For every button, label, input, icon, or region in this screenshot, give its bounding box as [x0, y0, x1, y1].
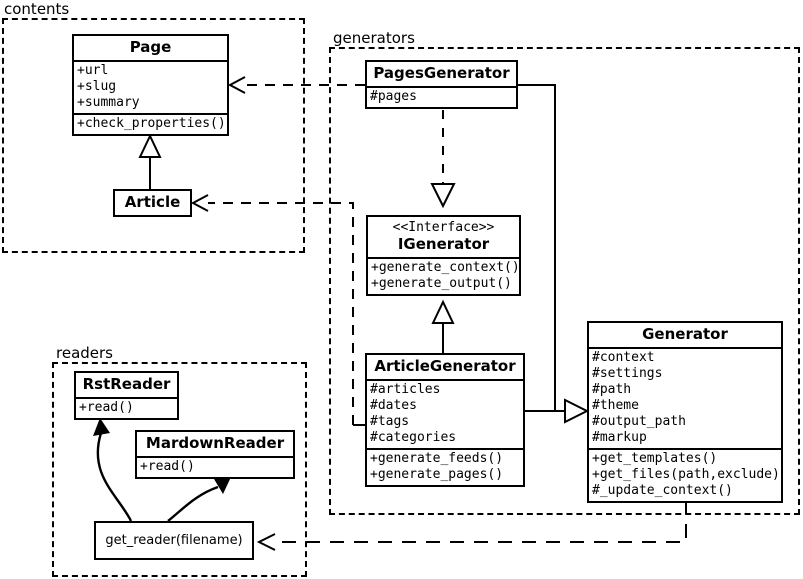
method: +get_templates() — [592, 451, 718, 466]
class-rstreader-methods: +read() — [76, 397, 177, 418]
edge-articlegenerator-realizes-igenerator — [431, 299, 455, 356]
method: +generate_pages() — [370, 467, 504, 482]
package-contents-label: contents — [2, 1, 73, 17]
attribute: #context — [592, 350, 655, 365]
edge-get-reader-uses-rstreader — [93, 418, 133, 522]
attribute: #markup — [592, 430, 647, 445]
class-articlegenerator[interactable]: ArticleGenerator #articles #dates #tags … — [365, 353, 525, 487]
method: #_update_context() — [592, 483, 733, 498]
class-igenerator-title: IGenerator — [397, 235, 490, 253]
method: +read() — [79, 400, 134, 415]
class-igenerator[interactable]: <<Interface>> IGenerator +generate_conte… — [366, 215, 521, 296]
attribute: #pages — [370, 89, 417, 104]
class-article-name: Article — [124, 193, 181, 211]
node-get-reader-label: get_reader(filename) — [105, 533, 243, 548]
attribute: #categories — [370, 430, 457, 445]
method: +generate_output() — [371, 276, 512, 291]
package-readers — [52, 362, 307, 577]
edge-articlegenerator-depends-article — [190, 194, 365, 426]
edge-article-inherits-page — [138, 133, 162, 190]
class-articlegenerator-methods: +generate_feeds() +generate_pages() — [367, 448, 523, 485]
method: +get_files(path,exclude) — [592, 467, 780, 482]
attribute: #articles — [370, 382, 441, 397]
package-generators — [329, 47, 800, 515]
class-mardownreader-name: MardownReader — [145, 434, 285, 452]
class-igenerator-methods: +generate_context() +generate_output() — [368, 257, 520, 294]
package-readers-label: readers — [54, 345, 116, 361]
class-generator-methods: +get_templates() +get_files(path,exclude… — [589, 448, 781, 501]
method: +check_properties() — [77, 116, 226, 131]
class-page-name: Page — [129, 38, 172, 56]
class-page-methods: +check_properties() — [74, 113, 227, 134]
edge-get-reader-uses-mardownreader — [167, 477, 231, 522]
edge-pagesgenerator-depends-page — [227, 76, 365, 94]
class-rstreader[interactable]: RstReader +read() — [74, 371, 179, 420]
attribute: #dates — [370, 398, 417, 413]
method: +generate_feeds() — [370, 451, 504, 466]
attribute: #output_path — [592, 414, 686, 429]
class-articlegenerator-attributes: #articles #dates #tags #categories — [367, 379, 523, 448]
attribute: #path — [592, 382, 632, 397]
attribute: #settings — [592, 366, 663, 381]
class-pagesgenerator-name: PagesGenerator — [373, 64, 510, 82]
class-mardownreader[interactable]: MardownReader +read() — [135, 430, 295, 479]
class-pagesgenerator[interactable]: PagesGenerator #pages — [365, 60, 518, 109]
class-generator-attributes: #context #settings #path #theme #output_… — [589, 347, 781, 448]
attribute: +summary — [77, 95, 140, 110]
edge-pagesgenerator-realizes-igenerator — [430, 110, 456, 209]
class-igenerator-name: <<Interface>> IGenerator — [368, 217, 519, 257]
method: +generate_context() — [371, 260, 520, 275]
class-articlegenerator-name: ArticleGenerator — [374, 357, 516, 375]
class-article[interactable]: Article — [113, 189, 192, 217]
attribute: +url — [77, 63, 109, 78]
class-page-attributes: +url +slug +summary — [74, 60, 227, 113]
class-rstreader-name: RstReader — [82, 375, 171, 393]
method: +read() — [140, 459, 195, 474]
edge-generators-inherit-generator — [518, 84, 590, 424]
node-get-reader[interactable]: get_reader(filename) — [94, 521, 254, 560]
class-page[interactable]: Page +url +slug +summary +check_properti… — [72, 34, 229, 136]
class-igenerator-stereotype: <<Interface>> — [392, 220, 495, 235]
attribute: +slug — [77, 79, 117, 94]
class-mardownreader-methods: +read() — [137, 456, 293, 477]
attribute: #tags — [370, 414, 410, 429]
class-pagesgenerator-attributes: #pages — [367, 86, 516, 107]
package-contents — [2, 18, 305, 253]
class-generator-name: Generator — [642, 325, 728, 343]
attribute: #theme — [592, 398, 639, 413]
package-generators-label: generators — [331, 30, 418, 46]
class-generator[interactable]: Generator #context #settings #path #them… — [587, 321, 783, 503]
